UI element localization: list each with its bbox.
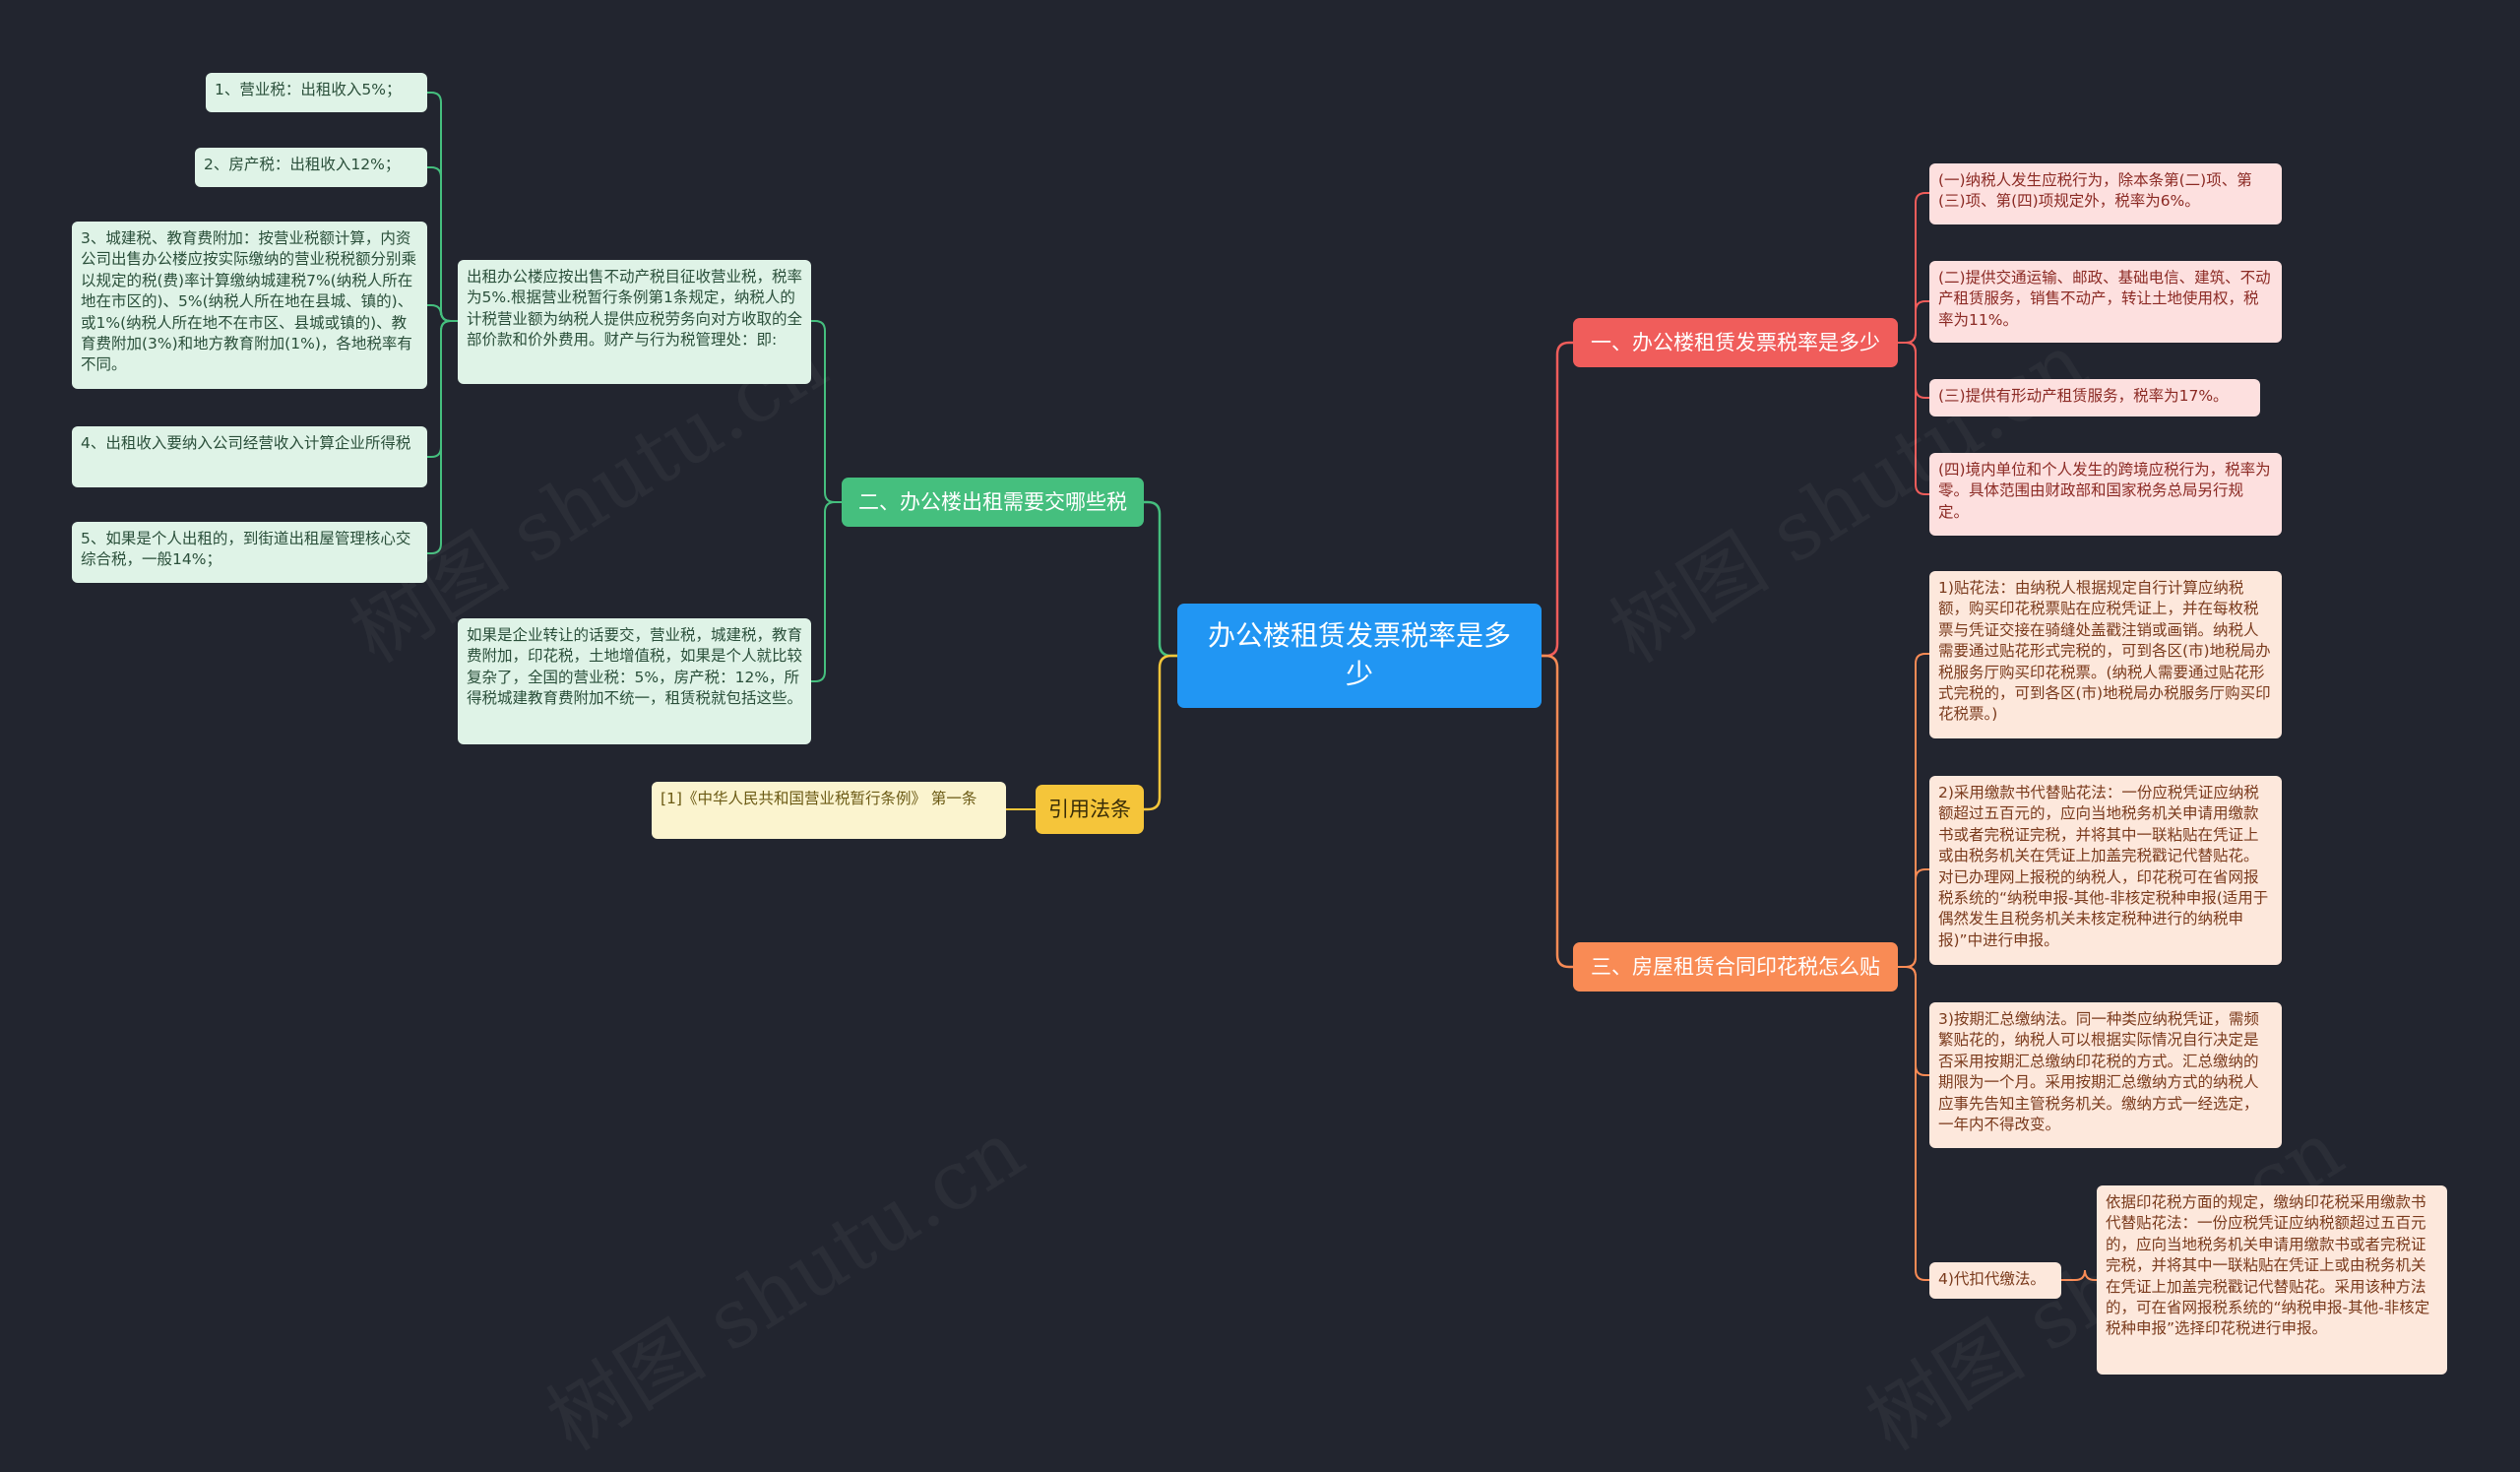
leaf-stamp-tax-1[interactable]: 1)贴花法：由纳税人根据规定自行计算应纳税额，购买印花税票贴在应税凭证上，并在每… (1929, 571, 2282, 738)
connector-b3-subleaf (2061, 1269, 2097, 1281)
connector-b2l1-sub1 (427, 92, 458, 322)
connector-b2l1-sub5 (427, 320, 458, 554)
leaf-rental-sub-4[interactable]: 4、出租收入要纳入公司经营收入计算企业所得税 (72, 426, 427, 487)
leaf-rental-sub-1[interactable]: 1、营业税：出租收入5%； (206, 73, 427, 112)
leaf-rental-taxes-1[interactable]: 出租办公楼应按出售不动产税目征收营业税，税率为5%.根据营业税暂行条例第1条规定… (458, 260, 811, 384)
leaf-cited-law-1[interactable]: [1]《中华人民共和国营业税暂行条例》 第一条 (652, 782, 1006, 839)
leaf-rental-sub-3[interactable]: 3、城建税、教育费附加：按营业税额计算，内资公司出售办公楼应按实际缴纳的营业税税… (72, 222, 427, 389)
connector-root-branch2 (1144, 500, 1177, 658)
connector-b3-leaf4 (1898, 966, 1929, 1281)
connector-b2-leaf1 (811, 320, 842, 503)
leaf-tax-rate-1[interactable]: (一)纳税人发生应税行为，除本条第(二)项、第(三)项、第(四)项规定外，税率为… (1929, 163, 2282, 224)
leaf-stamp-tax-3[interactable]: 3)按期汇总缴纳法。同一种类应纳税凭证，需频繁贴花的，纳税人可以根据实际情况自行… (1929, 1002, 2282, 1148)
branch-cited-law[interactable]: 引用法条 (1036, 785, 1144, 834)
branch-rental-taxes[interactable]: 二、办公楼出租需要交哪些税 (842, 478, 1144, 527)
connector-b3-leaf1 (1898, 653, 1929, 968)
leaf-stamp-tax-2[interactable]: 2)采用缴款书代替贴花法：一份应税凭证应纳税额超过五百元的，应向当地税务机关申请… (1929, 776, 2282, 965)
connector-b2l1-sub4 (427, 320, 458, 458)
connector-root-branch4 (1144, 654, 1177, 811)
leaf-stamp-tax-4-detail[interactable]: 依据印花税方面的规定，缴纳印花税采用缴款书代替贴花法：一份应税凭证应纳税额超过五… (2097, 1185, 2447, 1375)
connector-root-branch3 (1542, 654, 1573, 969)
connector-b1-leaf4 (1898, 342, 1929, 495)
connector-b3-leaf2 (1898, 868, 1929, 968)
connector-b1-leaf1 (1898, 192, 1929, 344)
leaf-tax-rate-4[interactable]: (四)境内单位和个人发生的跨境应税行为，税率为零。具体范围由财政部和国家税务总局… (1929, 453, 2282, 536)
leaf-stamp-tax-4[interactable]: 4)代扣代缴法。 (1929, 1262, 2061, 1299)
connector-root-branch1 (1542, 341, 1573, 658)
leaf-rental-sub-2[interactable]: 2、房产税：出租收入12%； (195, 148, 427, 187)
root-node[interactable]: 办公楼租赁发票税率是多少 (1177, 604, 1542, 708)
connector-b1-leaf2 (1898, 300, 1929, 344)
leaf-tax-rate-3[interactable]: (三)提供有形动产租赁服务，税率为17%。 (1929, 379, 2260, 416)
leaf-rental-taxes-2[interactable]: 如果是企业转让的话要交，营业税，城建税，教育费附加，印花税，土地增值税，如果是个… (458, 618, 811, 744)
leaf-rental-sub-5[interactable]: 5、如果是个人出租的，到街道出租屋管理核心交综合税，一般14%； (72, 522, 427, 583)
connector-b3-leaf3 (1898, 966, 1929, 1076)
connector-b2l1-sub3 (427, 304, 458, 322)
branch-stamp-tax[interactable]: 三、房屋租赁合同印花税怎么贴 (1573, 942, 1898, 992)
connector-b2-leaf2 (811, 501, 842, 682)
connector-b2l1-sub2 (427, 166, 458, 322)
branch-tax-rate[interactable]: 一、办公楼租赁发票税率是多少 (1573, 318, 1898, 367)
leaf-tax-rate-2[interactable]: (二)提供交通运输、邮政、基础电信、建筑、不动产租赁服务，销售不动产，转让土地使… (1929, 261, 2282, 343)
